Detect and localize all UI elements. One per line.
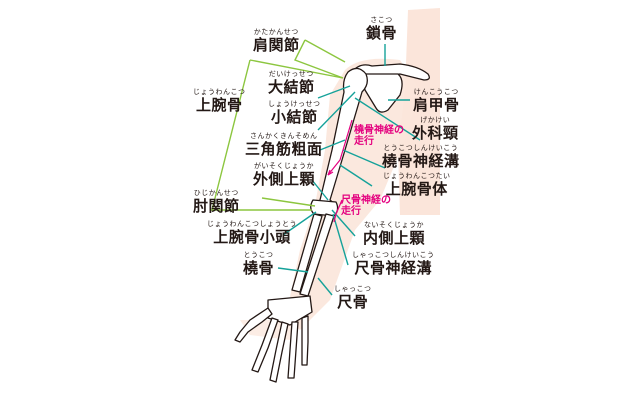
label-ulnar-nerve-course: 尺骨神経の 走行: [341, 195, 391, 217]
label-humerus: じょうわんこつ 上腕骨: [193, 88, 246, 114]
label-humerus-shaft: じょうわんこつたい 上腕骨体: [383, 172, 451, 198]
label-ulnar-groove: しゃっこつしんけいこう 尺骨神経溝: [352, 251, 435, 277]
label-surgical-neck: げかけい 外科頸: [412, 116, 459, 142]
label-greater-tubercle: だいけっせつ 大結節: [268, 70, 315, 96]
label-medial-epicondyle: ないそくじょうか 内側上顆: [363, 221, 426, 247]
scapula-bone: [361, 73, 403, 113]
label-radial-groove: とうこつしんけいこう 橈骨神経溝: [382, 144, 460, 170]
teal-leader-lines: [277, 44, 421, 296]
finger-index: [251, 317, 279, 373]
label-ulna: しゃっこつ 尺骨: [334, 285, 372, 311]
label-radial-nerve-course: 橈骨神経の 走行: [354, 125, 404, 147]
green-leader-lines: [211, 39, 346, 211]
label-radius: とうこつ 橈骨: [243, 251, 275, 277]
finger-little: [301, 315, 309, 366]
finger-middle: [269, 321, 289, 383]
label-lesser-tubercle: しょうけっせつ 小結節: [268, 100, 321, 126]
finger-thumb: [234, 307, 273, 343]
label-shoulder-joint: かたかんせつ 肩関節: [253, 28, 300, 54]
label-lateral-epicondyle: がいそくじょうか 外側上顆: [253, 162, 316, 188]
label-elbow-joint: ひじかんせつ 肘関節: [193, 189, 240, 215]
label-clavicle: さこつ 鎖骨: [366, 16, 398, 42]
nerve-paths: [327, 119, 353, 223]
label-deltoid-tuberosity: さんかくきんそめん 三角筋粗面: [245, 132, 323, 158]
finger-ring: [287, 321, 299, 379]
label-capitulum: じょうわんこつしょうとう 上腕骨小頭: [207, 220, 297, 246]
label-scapula: けんこうこつ 肩甲骨: [413, 88, 460, 114]
